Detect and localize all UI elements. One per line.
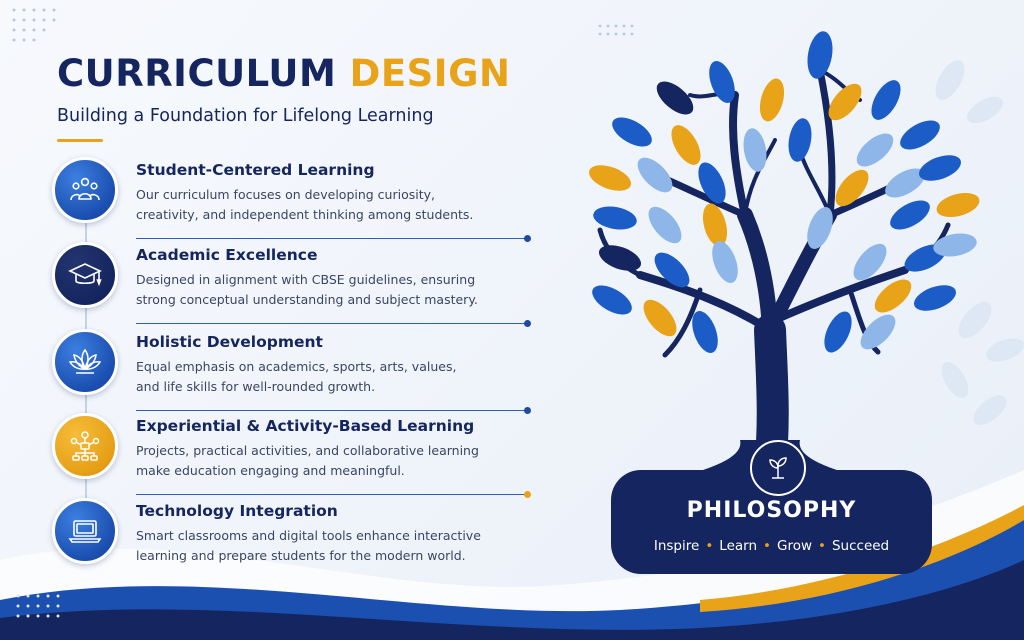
separator-dot: [524, 320, 531, 327]
decorative-dot-grid: [12, 8, 56, 42]
philosophy-title: PHILOSOPHY: [686, 498, 857, 523]
feature-heading: Student-Centered Learning: [136, 161, 375, 179]
decorative-dot-grid: [598, 24, 634, 36]
separator-line: [136, 494, 526, 495]
feature-icon-badge: [52, 498, 118, 564]
separator-dot: [524, 407, 531, 414]
philosophy-tagline: Inspire • Learn • Grow • Succeed: [611, 538, 932, 554]
sprout-icon: [769, 457, 787, 479]
feature-icon-badge: [52, 242, 118, 308]
separator-dot: [524, 235, 531, 242]
background-leaves: [935, 60, 1024, 425]
title-accent-bar: [57, 139, 103, 142]
tree-illustration: [588, 31, 1024, 486]
feature-heading: Technology Integration: [136, 502, 338, 520]
separator-dot: [524, 491, 531, 498]
feature-item-technology-integration: Technology Integration Smart classrooms …: [52, 498, 552, 573]
tagline-word: Grow: [776, 538, 812, 554]
feature-icon-badge: [52, 157, 118, 223]
tagline-word: Succeed: [831, 538, 890, 554]
feature-heading: Holistic Development: [136, 333, 323, 351]
decorative-dot-grid: [16, 594, 60, 618]
title-part-2: DESIGN: [349, 52, 511, 95]
feature-icon-badge: [52, 329, 118, 395]
separator-line: [136, 410, 526, 411]
description-line: Our curriculum focuses on developing cur…: [136, 187, 435, 202]
tree-trunk-branches: [597, 66, 951, 486]
description-line: Designed in alignment with CBSE guidelin…: [136, 272, 476, 287]
tagline-separator: •: [705, 538, 714, 554]
description-line: creativity, and independent thinking amo…: [136, 207, 474, 222]
description-line: make education engaging and meaningful.: [136, 463, 405, 478]
feature-heading: Academic Excellence: [136, 246, 318, 264]
feature-description: Smart classrooms and digital tools enhan…: [136, 526, 536, 566]
laptop-icon: [68, 520, 102, 543]
feature-heading: Experiential & Activity-Based Learning: [136, 417, 475, 435]
network-nodes-icon: [70, 431, 100, 461]
feature-description: Projects, practical activities, and coll…: [136, 441, 536, 481]
feature-description: Designed in alignment with CBSE guidelin…: [136, 270, 536, 310]
philosophy-icon-badge: [750, 440, 806, 496]
page-subtitle: Building a Foundation for Lifelong Learn…: [57, 106, 434, 126]
description-line: Smart classrooms and digital tools enhan…: [136, 528, 481, 543]
feature-description: Our curriculum focuses on developing cur…: [136, 185, 536, 225]
feature-item-holistic-development: Holistic Development Equal emphasis on a…: [52, 329, 552, 414]
description-line: Projects, practical activities, and coll…: [136, 443, 479, 458]
description-line: learning and prepare students for the mo…: [136, 548, 466, 563]
tagline-separator: •: [818, 538, 826, 554]
feature-icon-badge: [52, 413, 118, 479]
page-title: CURRICULUM DESIGN: [57, 52, 510, 95]
description-line: Equal emphasis on academics, sports, art…: [136, 359, 457, 374]
description-line: and life skills for well-rounded growth.: [136, 379, 376, 394]
separator-line: [136, 323, 526, 324]
tagline-word: Learn: [719, 538, 758, 554]
feature-description: Equal emphasis on academics, sports, art…: [136, 357, 536, 397]
title-part-1: CURRICULUM: [57, 52, 337, 95]
tagline-separator: •: [763, 538, 771, 554]
tagline-word: Inspire: [653, 538, 700, 554]
separator-line: [136, 238, 526, 239]
feature-item-academic-excellence: Academic Excellence Designed in alignmen…: [52, 242, 552, 327]
description-line: strong conceptual understanding and subj…: [136, 292, 478, 307]
tree-leaves: [588, 31, 980, 354]
graduation-cap-icon: [68, 263, 102, 287]
feature-item-experiential-learning: Experiential & Activity-Based Learning P…: [52, 413, 552, 498]
feature-item-student-centered: Student-Centered Learning Our curriculum…: [52, 157, 552, 242]
lotus-icon: [68, 348, 102, 374]
students-group-icon: [70, 177, 100, 201]
